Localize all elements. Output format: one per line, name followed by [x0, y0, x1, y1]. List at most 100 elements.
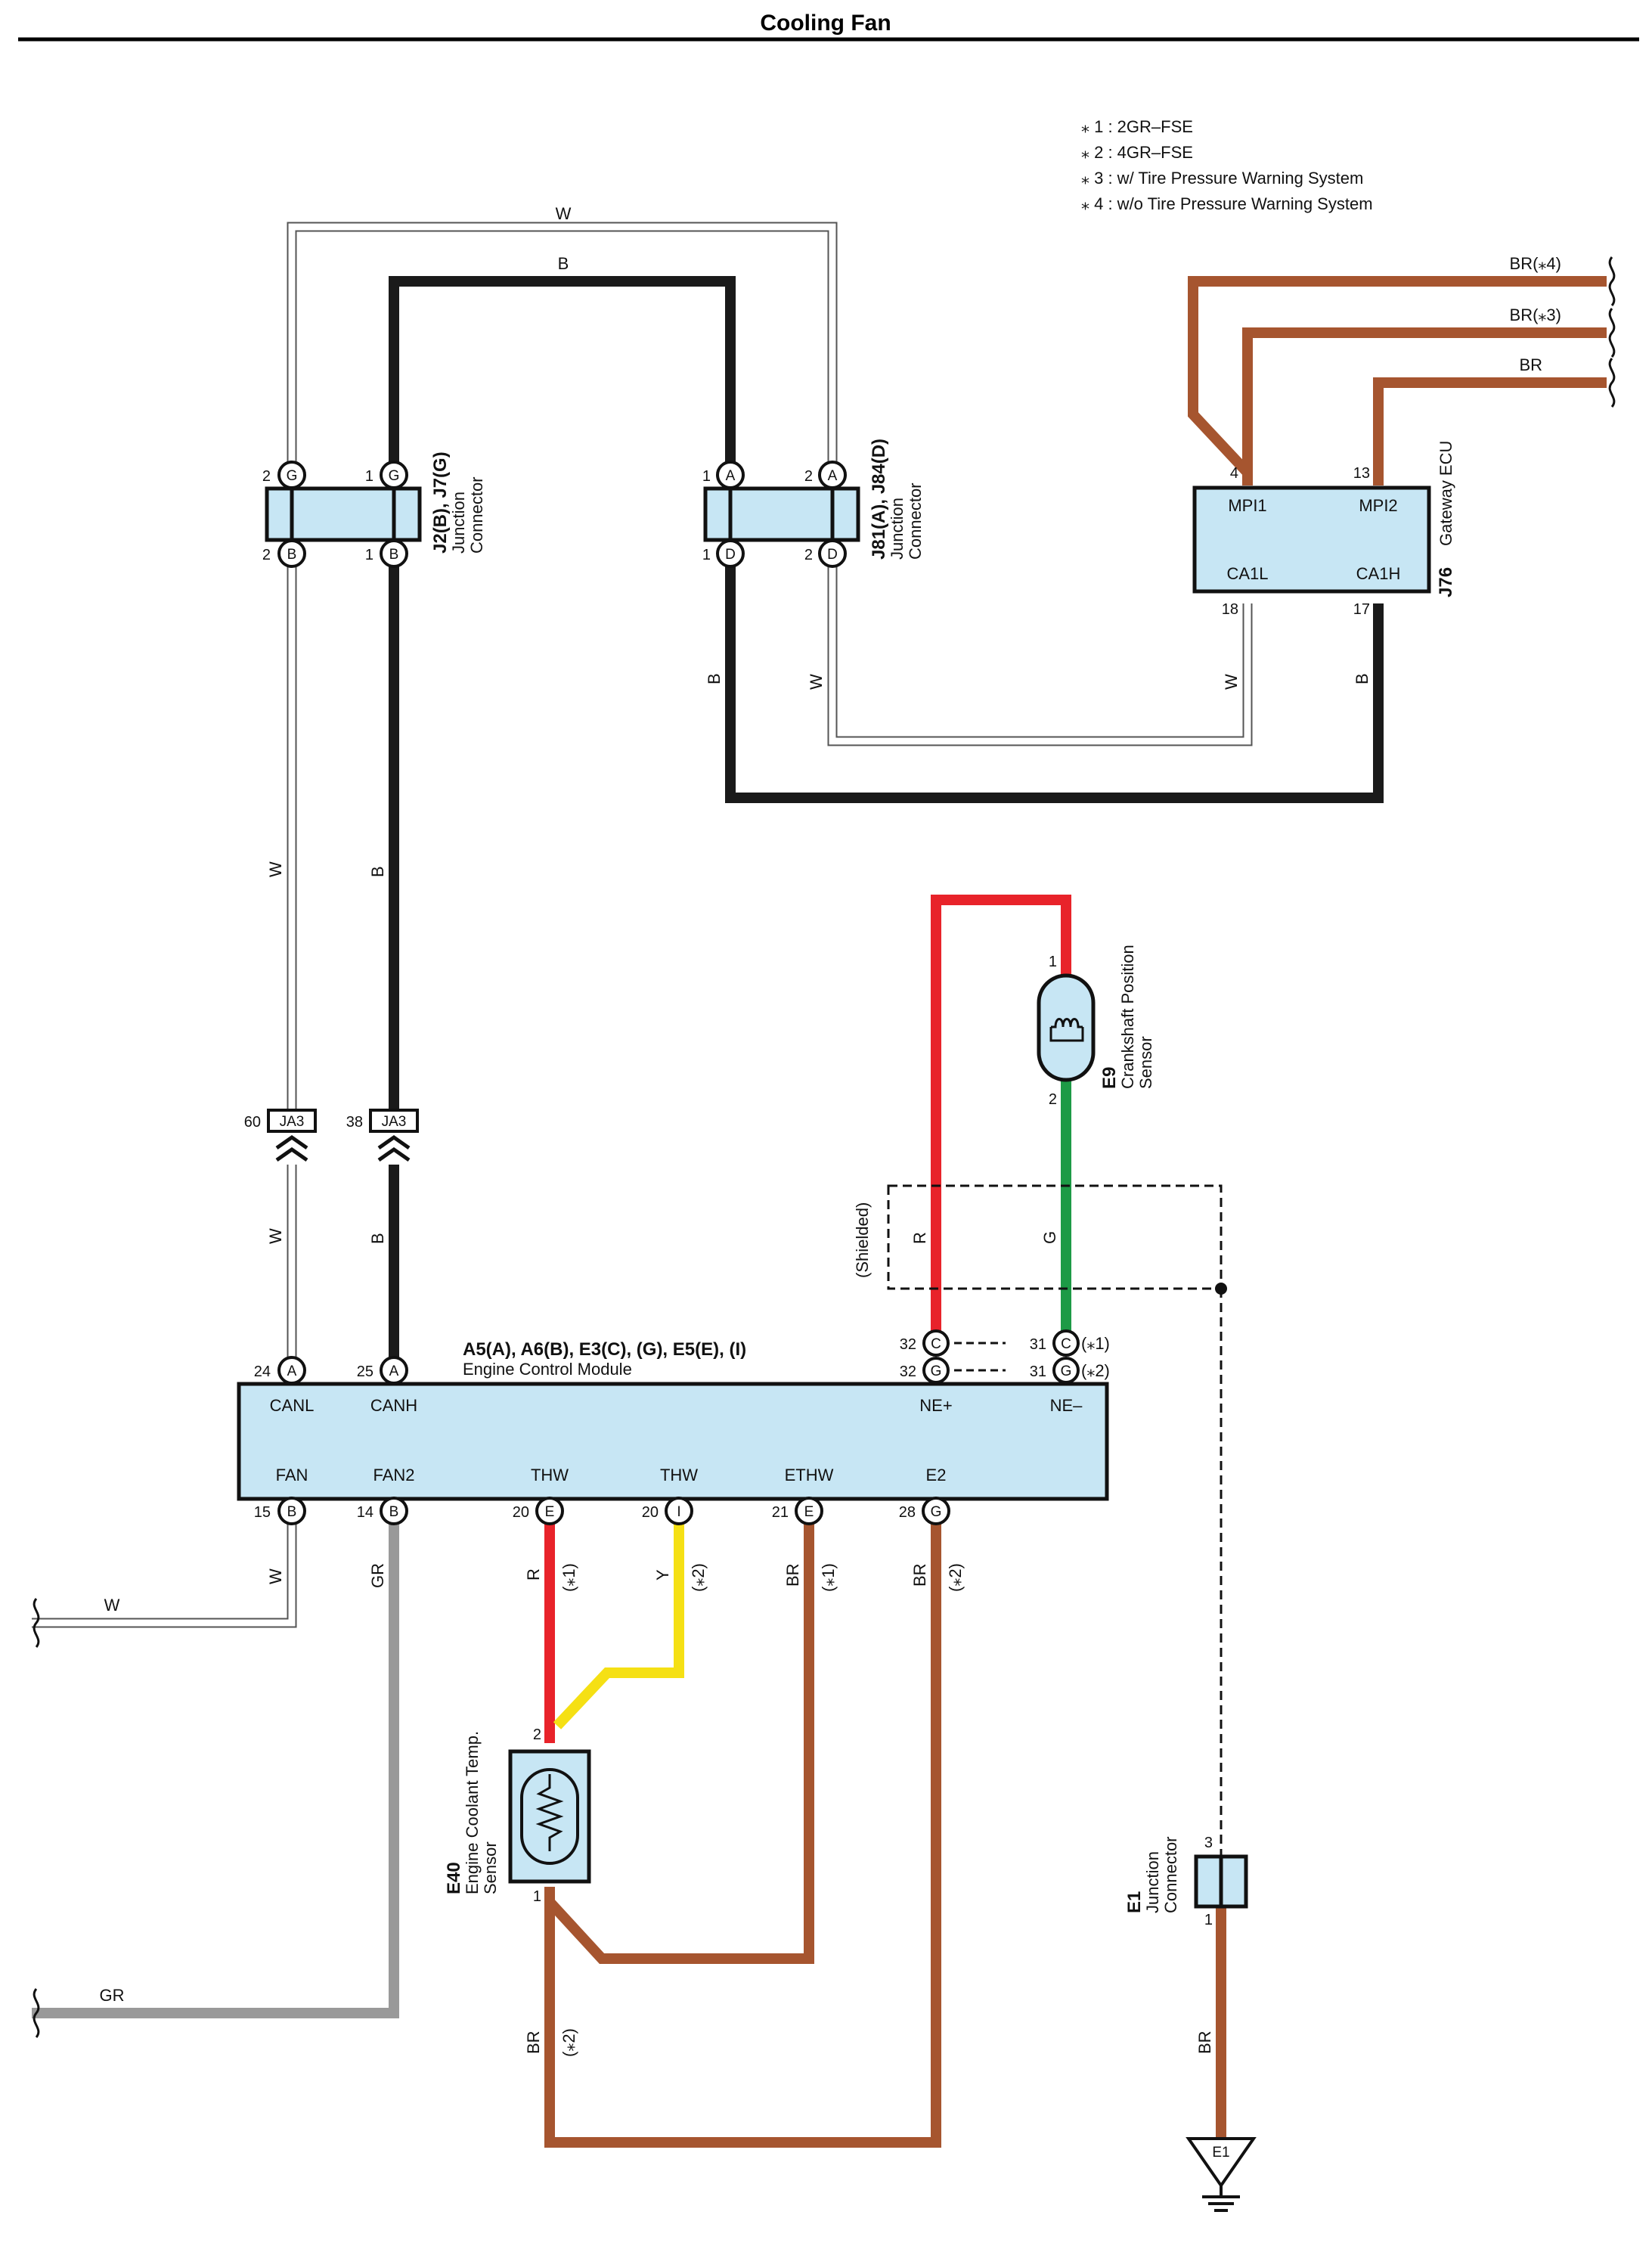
svg-text:(⁎2): (⁎2): [1081, 1361, 1110, 1380]
svg-text:G: G: [931, 1363, 942, 1379]
svg-text:2: 2: [804, 547, 813, 563]
svg-text:1: 1: [533, 1888, 541, 1905]
svg-text:BR: BR: [783, 1563, 802, 1587]
svg-text:ETHW: ETHW: [785, 1466, 834, 1484]
svg-text:18: 18: [1222, 601, 1238, 618]
svg-text:Junction: Junction: [1143, 1851, 1162, 1913]
svg-text:G: G: [287, 468, 298, 484]
ecm-code: A5(A), A6(B), E3(C), (G), E5(E), (I): [463, 1339, 746, 1360]
svg-text:G: G: [1061, 1363, 1072, 1379]
svg-text:15: 15: [254, 1504, 271, 1521]
svg-text:BR: BR: [1195, 2030, 1214, 2054]
svg-text:B: B: [287, 547, 297, 563]
svg-text:Connector: Connector: [1161, 1836, 1180, 1913]
svg-text:MPI1: MPI1: [1228, 496, 1266, 515]
note-4: ⁎ 4 : w/o Tire Pressure Warning System: [1081, 194, 1373, 213]
notes-legend: ⁎ 1 : 2GR–FSE ⁎ 2 : 4GR–FSE ⁎ 3 : w/ Tir…: [1081, 117, 1373, 213]
svg-text:BR: BR: [1519, 355, 1542, 374]
svg-text:2: 2: [1049, 1091, 1057, 1108]
ecm-name: Engine Control Module: [463, 1360, 632, 1379]
svg-text:2: 2: [262, 468, 271, 485]
red-wire-ne-plus: [931, 895, 1071, 1346]
j2-junction-connector: G G B B 2 1 2 1 J2(B), J7(G) Junction Co…: [262, 451, 486, 568]
svg-text:THW: THW: [531, 1466, 569, 1484]
brown-wire-e2: [544, 1515, 941, 2148]
svg-text:24: 24: [254, 1363, 271, 1380]
j76-code: J76: [1436, 567, 1456, 597]
svg-text:BR(⁎3): BR(⁎3): [1510, 306, 1561, 324]
svg-text:B: B: [287, 1504, 297, 1520]
svg-text:G: G: [1040, 1231, 1059, 1244]
svg-text:R: R: [910, 1232, 929, 1244]
svg-text:B: B: [1353, 673, 1372, 684]
svg-text:13: 13: [1353, 465, 1370, 482]
svg-text:14: 14: [357, 1504, 373, 1521]
svg-text:CA1L: CA1L: [1226, 564, 1268, 583]
svg-text:D: D: [827, 547, 838, 563]
svg-text:CA1H: CA1H: [1356, 564, 1401, 583]
svg-text:17: 17: [1353, 601, 1370, 618]
svg-text:W: W: [266, 861, 285, 877]
note-1: ⁎ 1 : 2GR–FSE: [1081, 117, 1193, 136]
svg-text:BR(⁎4): BR(⁎4): [1510, 254, 1561, 273]
brown-wire-ethw: [545, 1515, 814, 1964]
shield-box: [887, 1184, 1223, 1290]
svg-text:R: R: [524, 1568, 543, 1581]
svg-text:B: B: [368, 1233, 387, 1244]
svg-text:W: W: [266, 1568, 285, 1584]
svg-text:28: 28: [899, 1504, 916, 1521]
svg-text:Connector: Connector: [467, 476, 486, 554]
ground-symbol: E1: [1186, 2137, 1257, 2212]
svg-text:GR: GR: [100, 1986, 125, 2005]
svg-text:1: 1: [1049, 954, 1057, 970]
svg-text:W: W: [266, 1228, 285, 1244]
svg-text:B: B: [389, 1504, 399, 1520]
j81-junction-connector: A A D D 1 2 1 2 J81(A), J84(D) Junction …: [702, 439, 925, 568]
svg-text:B: B: [389, 547, 399, 563]
svg-text:(⁎1): (⁎1): [559, 1563, 578, 1592]
gray-wire-fan2: [32, 1515, 399, 2018]
svg-text:E2: E2: [926, 1466, 947, 1484]
svg-text:A: A: [389, 1363, 399, 1379]
e1-code: E1: [1124, 1891, 1145, 1913]
svg-text:A: A: [828, 468, 838, 484]
svg-text:25: 25: [357, 1363, 373, 1380]
svg-text:FAN2: FAN2: [373, 1466, 414, 1484]
e9-code: E9: [1099, 1067, 1120, 1089]
svg-text:2: 2: [804, 468, 813, 485]
svg-text:NE–: NE–: [1050, 1396, 1083, 1415]
svg-text:1: 1: [365, 547, 373, 563]
wire-break-marks: [33, 256, 1616, 2038]
svg-text:FAN: FAN: [276, 1466, 308, 1484]
svg-text:GR: GR: [368, 1563, 387, 1588]
svg-text:4: 4: [1230, 465, 1238, 482]
j76-gateway-ecu: MPI1 MPI2 CA1L CA1H 4 13 18 17 J76 Gatew…: [1192, 441, 1456, 618]
coil-icon: [1049, 1018, 1084, 1042]
svg-text:31: 31: [1030, 1336, 1046, 1353]
svg-text:2: 2: [533, 1726, 541, 1743]
j81-code: J81(A), J84(D): [869, 439, 889, 560]
svg-text:JA3: JA3: [382, 1114, 407, 1130]
svg-text:BR: BR: [524, 2030, 543, 2054]
white-wire-can-low: [32, 222, 1253, 1628]
svg-text:W: W: [1222, 674, 1241, 690]
svg-text:(⁎1): (⁎1): [1081, 1334, 1110, 1353]
svg-text:Gateway ECU: Gateway ECU: [1437, 441, 1455, 546]
svg-text:Y: Y: [653, 1569, 672, 1581]
svg-text:C: C: [1061, 1336, 1071, 1352]
yellow-wire-thw: [553, 1515, 684, 1729]
svg-text:1: 1: [702, 468, 711, 485]
svg-text:BR: BR: [910, 1563, 929, 1587]
svg-text:G: G: [931, 1504, 942, 1520]
svg-text:(⁎2): (⁎2): [689, 1563, 708, 1592]
svg-text:E: E: [804, 1504, 814, 1520]
svg-text:1: 1: [702, 547, 711, 563]
svg-text:B: B: [368, 866, 387, 877]
svg-text:20: 20: [642, 1504, 659, 1521]
svg-text:1: 1: [1204, 1912, 1213, 1928]
svg-text:CANL: CANL: [270, 1396, 315, 1415]
j2-code: J2(B), J7(G): [430, 451, 451, 554]
shield-node: [1215, 1283, 1227, 1295]
e40-code: E40: [444, 1862, 464, 1894]
svg-text:31: 31: [1030, 1363, 1046, 1380]
